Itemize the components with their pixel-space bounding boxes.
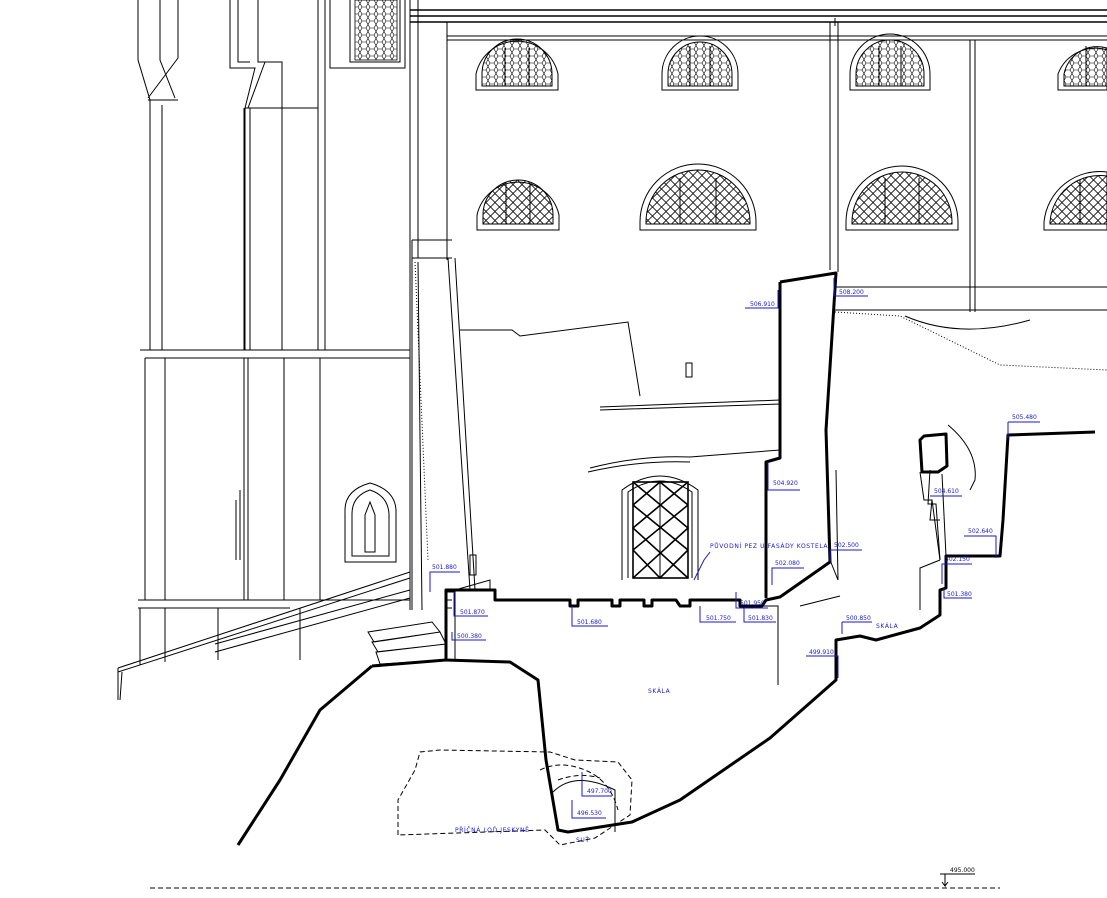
rock-label: SKÁLA (648, 688, 671, 695)
cave-nave-label: PŘÍČNÁ LOĎ JESKYNĚ (455, 826, 529, 834)
lower-window-4 (1043, 171, 1107, 231)
level-501-380: 501.380 (947, 591, 972, 598)
level-502-640: 502.640 (968, 528, 993, 535)
level-496-530: 496.530 (577, 810, 602, 817)
level-501-870: 501.870 (460, 609, 485, 616)
level-495-000: 495.000 (950, 867, 975, 874)
lower-window-3 (845, 165, 959, 231)
level-502-500: 502.500 (834, 542, 859, 549)
debris-label: SUŤ (576, 836, 590, 844)
level-501-830: 501.830 (748, 615, 773, 622)
level-501-680: 501.680 (577, 619, 602, 626)
level-508-200: 508.200 (839, 289, 864, 296)
level-502-150: 502.150 (945, 556, 970, 563)
church-tower (117, 0, 411, 701)
level-504-920: 504.920 (773, 480, 798, 487)
section-cut (236, 271, 1096, 846)
level-501-750: 501.750 (706, 615, 731, 622)
cellar-door (621, 475, 699, 580)
level-504-610: 504.610 (934, 488, 959, 495)
lower-window-2 (639, 163, 757, 231)
datum-line (150, 873, 1000, 889)
level-500-380: 500.380 (457, 633, 482, 640)
labels: PŮVODNÍ PEZ U FASÁDY KOSTELA SKÁLA SKÁLA… (455, 543, 899, 844)
level-499-910: 499.910 (809, 649, 834, 656)
lower-window-1 (476, 179, 560, 231)
level-marks: 506.910 508.200 505.480 504.920 504.610 … (429, 278, 1040, 874)
section-note-label: PŮVODNÍ PEZ U FASÁDY KOSTELA (710, 543, 828, 550)
upper-window-4 (1057, 46, 1107, 91)
level-506-910: 506.910 (750, 301, 775, 308)
level-497-700: 497.700 (587, 788, 612, 795)
level-501-950: 501.950 (740, 600, 765, 607)
rock-label-right: SKÁLA (876, 623, 899, 630)
upper-window-2 (661, 35, 739, 91)
upper-window-1 (475, 38, 559, 91)
level-505-480: 505.480 (1012, 414, 1037, 421)
church-facade (410, 0, 1107, 611)
cave-outline (397, 749, 633, 846)
level-501-880: 501.880 (432, 564, 457, 571)
level-502-080: 502.080 (775, 560, 800, 567)
level-500-850: 500.850 (846, 615, 871, 622)
upper-window-3 (849, 33, 931, 91)
